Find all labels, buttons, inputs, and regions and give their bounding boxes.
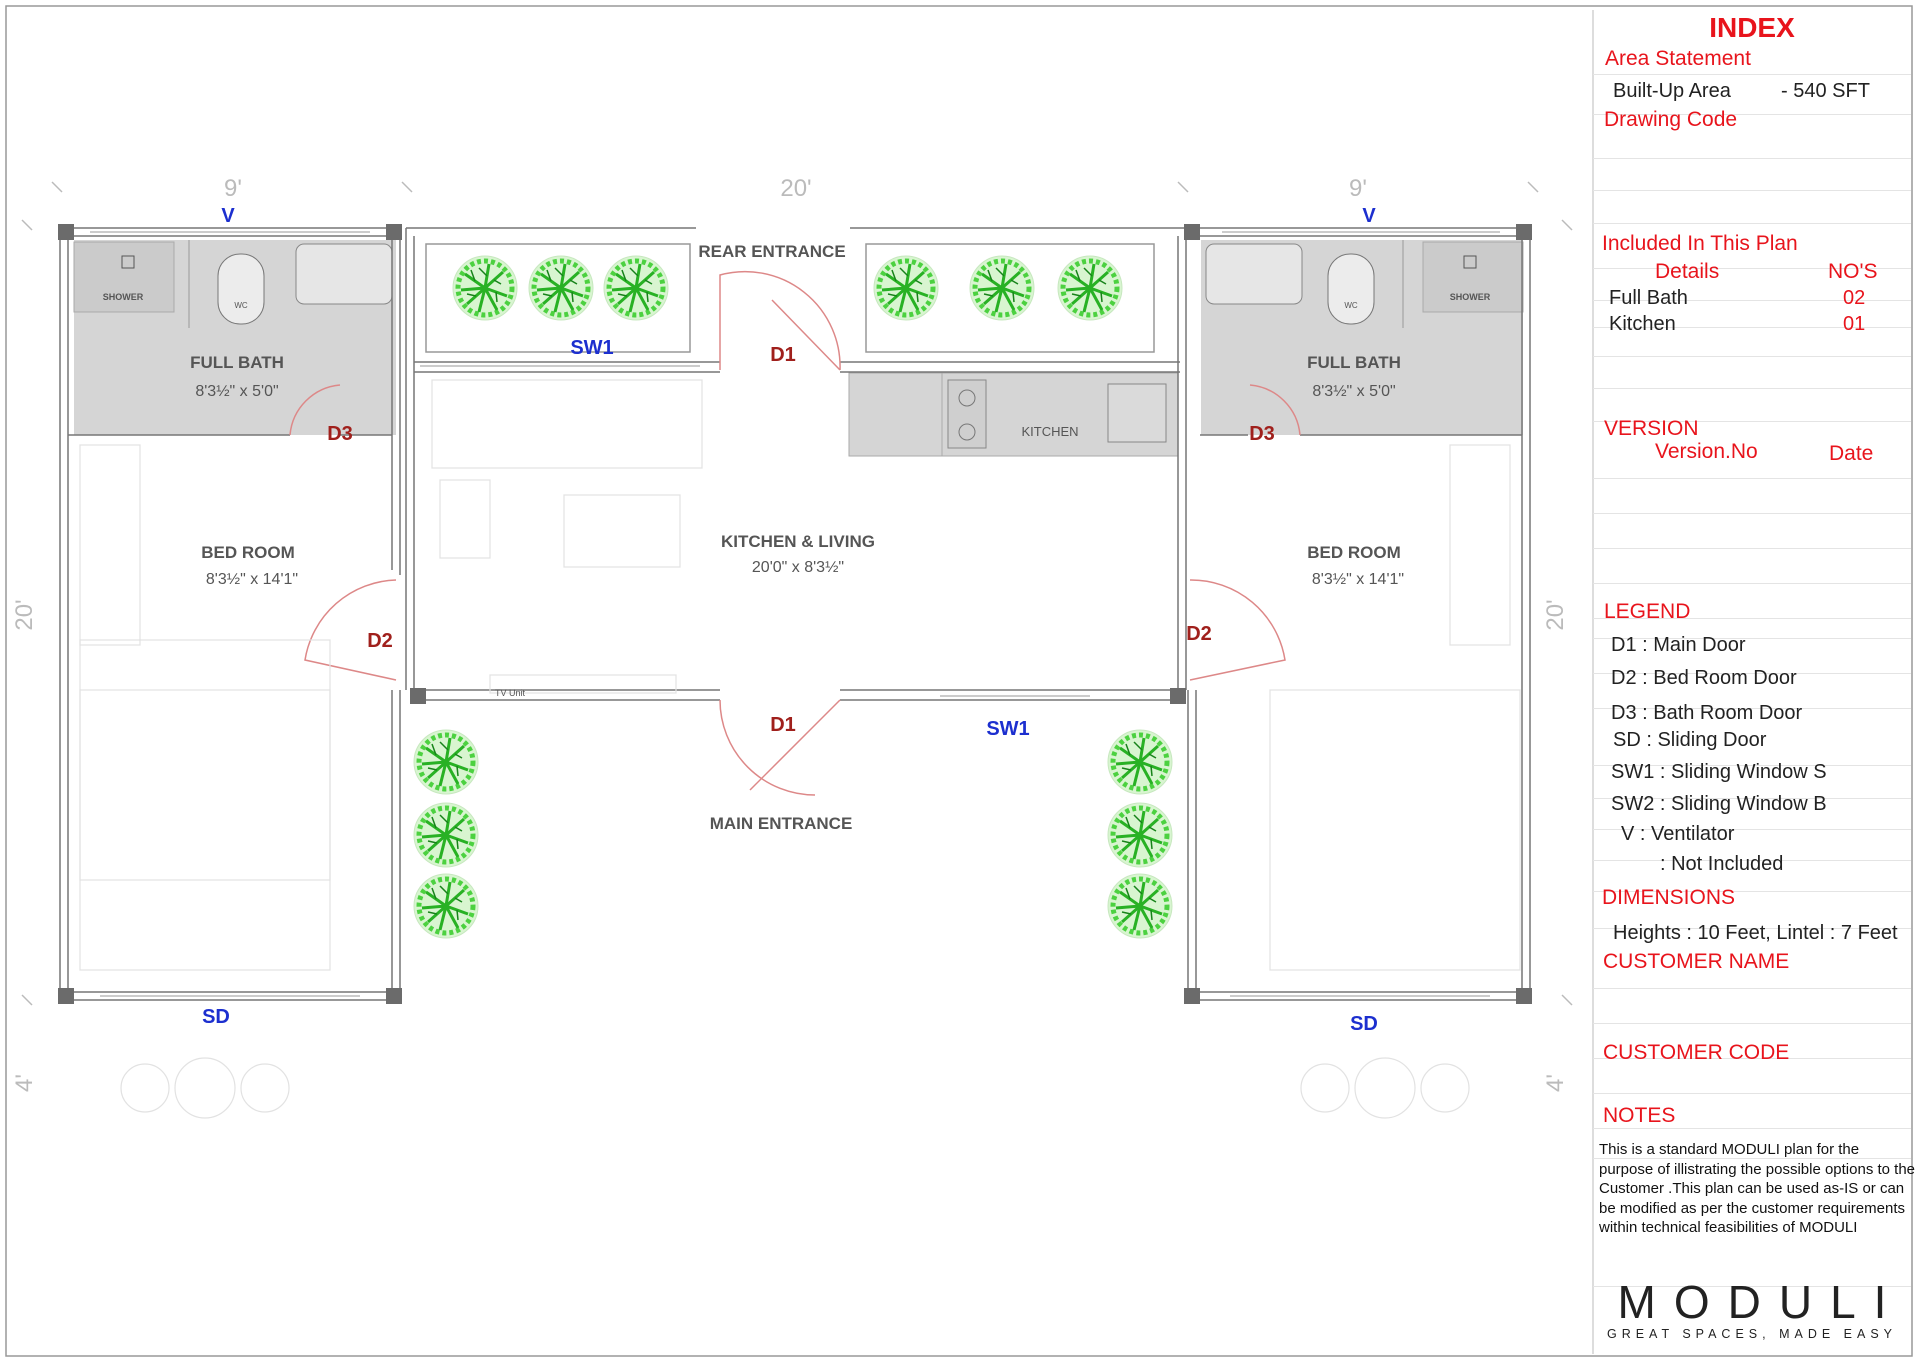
d1-top-label: D1: [770, 344, 796, 366]
bed-right-name: BED ROOM: [1307, 543, 1401, 562]
included-heading: Included In This Plan: [1602, 232, 1798, 255]
dimensions-heading: DIMENSIONS: [1602, 886, 1736, 909]
sd-right-label: SD: [1350, 1013, 1378, 1035]
dim-right-bottom: 4': [1542, 1074, 1569, 1092]
sw1-bottom-label: SW1: [986, 718, 1029, 740]
date-header: Date: [1829, 442, 1874, 465]
brand-logo: MODULI GREAT SPACES, MADE EASY: [1593, 1275, 1911, 1341]
living-name: KITCHEN & LIVING: [721, 532, 875, 551]
nos-header: NO'S: [1828, 260, 1878, 283]
d3-left-label: D3: [327, 423, 353, 445]
heights-text: Heights : 10 Feet, Lintel : 7 Feet: [1613, 922, 1898, 944]
legend-item: D1 : Main Door: [1611, 634, 1746, 656]
tv-unit-label: TV Unit: [495, 688, 526, 698]
legend-item: : Not Included: [1660, 853, 1784, 875]
bed-left-size: 8'3½" x 14'1": [206, 571, 298, 588]
drawing-code-heading: Drawing Code: [1604, 108, 1738, 131]
ventilator-left-label: V: [221, 205, 235, 227]
index-title: INDEX: [1709, 12, 1795, 43]
living-size: 20'0" x 8'3½": [752, 559, 844, 576]
sd-left-label: SD: [202, 1006, 230, 1028]
legend-item: V : Ventilator: [1621, 823, 1735, 845]
dim-left: 20': [11, 599, 38, 630]
included-item-name: Kitchen: [1609, 313, 1676, 335]
dim-top-right: 9': [1349, 175, 1367, 202]
sw1-top-label: SW1: [570, 337, 613, 359]
bath-left-size: 8'3½" x 5'0": [195, 383, 278, 400]
details-header: Details: [1655, 260, 1720, 283]
legend-item: D2 : Bed Room Door: [1611, 667, 1797, 689]
notes-heading: NOTES: [1603, 1104, 1676, 1127]
customer-name-heading: CUSTOMER NAME: [1603, 950, 1790, 973]
shower-right-label: SHOWER: [1450, 292, 1491, 302]
bed-left-name: BED ROOM: [201, 543, 295, 562]
bath-right-name: FULL BATH: [1307, 353, 1401, 372]
d2-left-label: D2: [367, 630, 393, 652]
bath-left-area: [73, 240, 396, 435]
brand-tagline: GREAT SPACES, MADE EASY: [1606, 1327, 1898, 1341]
dim-right: 20': [1542, 599, 1569, 630]
rear-entrance-label: REAR ENTRANCE: [698, 242, 845, 261]
bath-right-area: [1201, 240, 1524, 435]
built-up-area-label: Built-Up Area: [1613, 80, 1731, 102]
included-item-name: Full Bath: [1609, 287, 1688, 309]
included-item-count: 02: [1843, 287, 1866, 309]
ventilator-right-label: V: [1362, 205, 1376, 227]
customer-code-heading: CUSTOMER CODE: [1603, 1041, 1790, 1064]
legend-item: SW2 : Sliding Window B: [1611, 793, 1827, 815]
legend-item: SW1 : Sliding Window S: [1611, 761, 1827, 783]
brand-name: MODULI: [1617, 1276, 1905, 1328]
d3-right-label: D3: [1249, 423, 1275, 445]
d1-bottom-label: D1: [770, 714, 796, 736]
dim-top-left: 9': [224, 175, 242, 202]
index-panel: INDEX Area Statement Built-Up Area - 540…: [1593, 10, 1915, 1355]
wc-right-label: WC: [1344, 301, 1358, 310]
bath-right-size: 8'3½" x 5'0": [1312, 383, 1395, 400]
notes-text: This is a standard MODULI plan for the p…: [1599, 1141, 1916, 1236]
area-statement-heading: Area Statement: [1605, 47, 1751, 70]
version-no-header: Version.No: [1655, 440, 1758, 463]
shower-left-label: SHOWER: [103, 292, 144, 302]
bed-right-size: 8'3½" x 14'1": [1312, 571, 1404, 588]
kitchen-label: KITCHEN: [1021, 424, 1078, 439]
legend-item: SD : Sliding Door: [1613, 729, 1767, 751]
legend-item: D3 : Bath Room Door: [1611, 702, 1803, 724]
bath-left-name: FULL BATH: [190, 353, 284, 372]
built-up-area-value: - 540 SFT: [1781, 80, 1870, 102]
main-entrance-label: MAIN ENTRANCE: [710, 814, 853, 833]
version-heading: VERSION: [1604, 417, 1699, 440]
kitchen-counter: [848, 372, 1179, 457]
dim-left-bottom: 4': [11, 1074, 38, 1092]
wc-left-label: WC: [234, 301, 248, 310]
d2-right-label: D2: [1186, 623, 1212, 645]
dim-top-middle: 20': [780, 175, 811, 202]
legend-heading: LEGEND: [1604, 600, 1691, 623]
included-item-count: 01: [1843, 313, 1866, 335]
